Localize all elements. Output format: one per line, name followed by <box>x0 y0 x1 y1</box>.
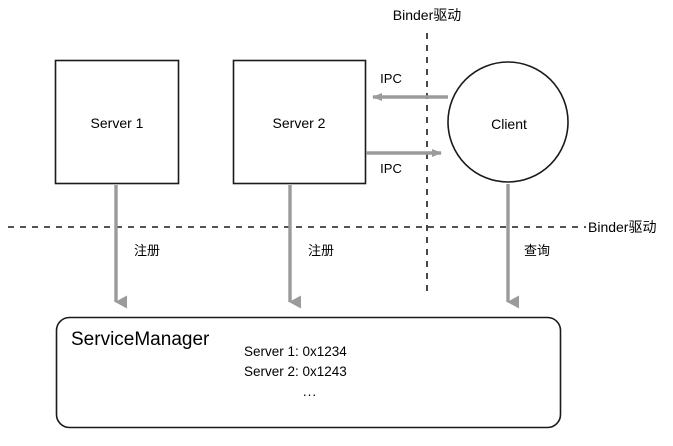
register-label-server2: 注册 <box>307 243 335 258</box>
server2-label: Server 2 <box>272 115 326 131</box>
binder-driver-right-label: Binder驱动 <box>588 219 657 235</box>
service-manager-entry-1: Server 1: 0x1234 <box>244 344 347 359</box>
ipc-label-to-client: IPC <box>380 161 402 176</box>
service-manager-ellipsis: ... <box>302 384 318 399</box>
ipc-label-to-server2: IPC <box>380 71 402 86</box>
binder-driver-top-label: Binder驱动 <box>392 7 462 23</box>
query-label-client: 查询 <box>523 243 551 258</box>
register-label-server1: 注册 <box>133 243 161 258</box>
client-label: Client <box>491 116 527 132</box>
server1-label: Server 1 <box>90 115 144 131</box>
service-manager-box <box>55 316 562 429</box>
service-manager-title: ServiceManager <box>71 329 210 350</box>
client-circle <box>447 61 569 183</box>
service-manager-entry-2: Server 2: 0x1243 <box>244 364 347 379</box>
server2-box <box>232 59 367 185</box>
server1-box <box>54 59 180 185</box>
